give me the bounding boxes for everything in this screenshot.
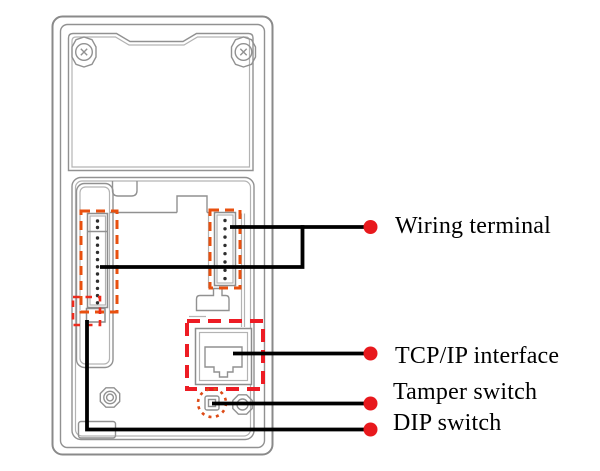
panel-inner-edge — [71, 36, 251, 168]
standoff-nut-left — [99, 387, 121, 408]
compartment-inner-rim — [74, 180, 252, 437]
pcb-right-edge — [240, 213, 246, 327]
label-tamper-switch: Tamper switch — [393, 379, 538, 405]
callout-line-wiring-left — [100, 225, 305, 269]
label-tcp-ip-interface: TCP/IP interface — [395, 343, 560, 369]
highlight-wiring-terminal-right — [208, 208, 242, 290]
callout-line-dip — [85, 320, 370, 432]
wiring-terminal-right — [213, 211, 237, 287]
label-dip-switch: DIP switch — [393, 410, 502, 436]
pcb-clip — [195, 287, 230, 312]
tcp-ip-port — [194, 327, 253, 386]
device-inner-outline — [59, 23, 266, 449]
cable-tab — [111, 181, 138, 197]
callout-dot-tcp-ip — [363, 346, 378, 361]
left-terminal-housing — [75, 182, 114, 369]
device-outline — [51, 15, 274, 456]
wiring-compartment — [71, 176, 255, 441]
back-cover-panel — [67, 32, 257, 172]
callout-dots — [363, 220, 378, 437]
compartment-outer-rim — [71, 176, 255, 441]
label-wiring-terminal: Wiring terminal — [395, 213, 551, 239]
callout-dot-wiring — [363, 220, 378, 234]
terminal-pins-left — [95, 219, 100, 305]
panel-outer-edge — [67, 32, 254, 172]
callout-lines — [85, 225, 370, 432]
device-case — [51, 15, 274, 456]
wiring-terminal-left — [86, 212, 109, 309]
pcb-top-edge — [110, 195, 211, 214]
terminal-pins-right — [223, 218, 227, 281]
callout-dot-tamper — [363, 396, 378, 411]
screw-icon-right — [230, 36, 257, 68]
screw-icon-left — [71, 36, 97, 68]
rj45-socket-icon — [204, 346, 243, 378]
callout-dot-dip — [363, 422, 378, 437]
